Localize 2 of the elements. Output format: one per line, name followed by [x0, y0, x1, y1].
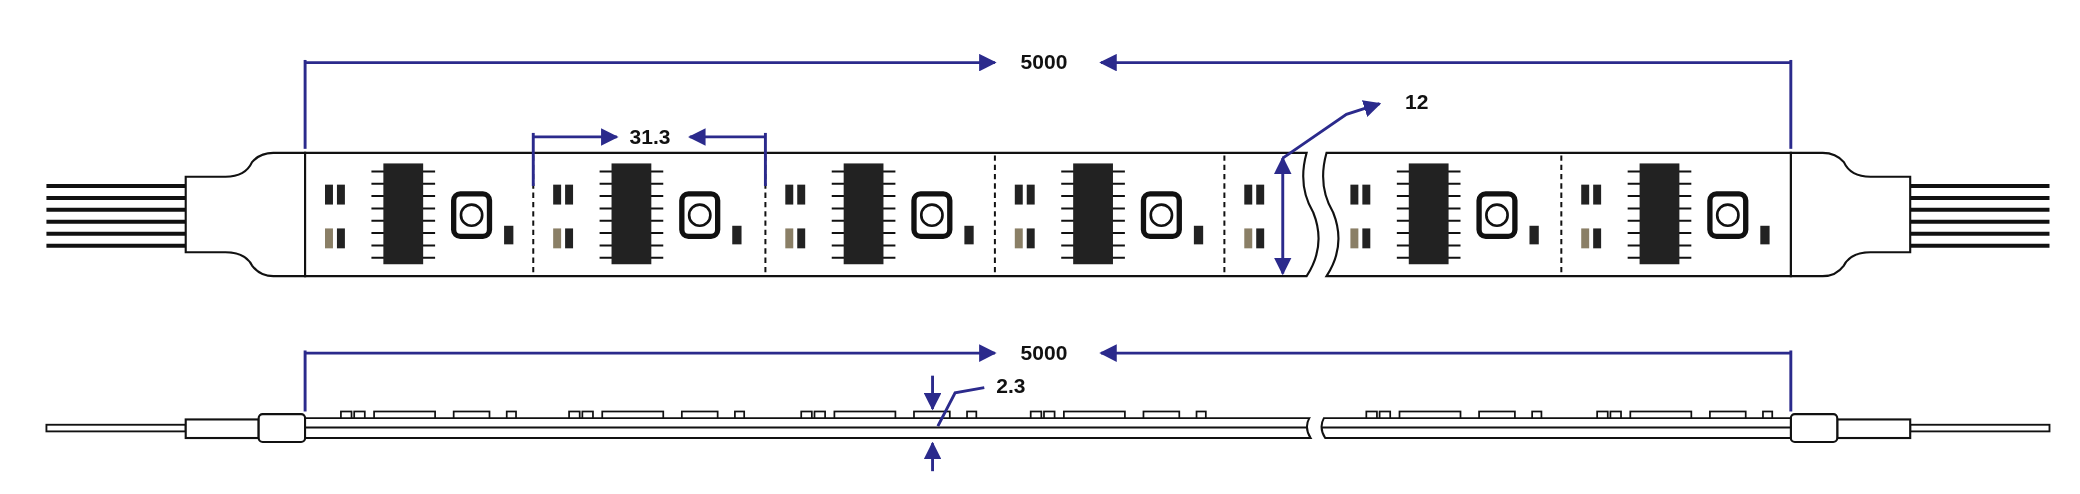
leader-line [936, 386, 985, 427]
leader-line [1281, 100, 1382, 160]
